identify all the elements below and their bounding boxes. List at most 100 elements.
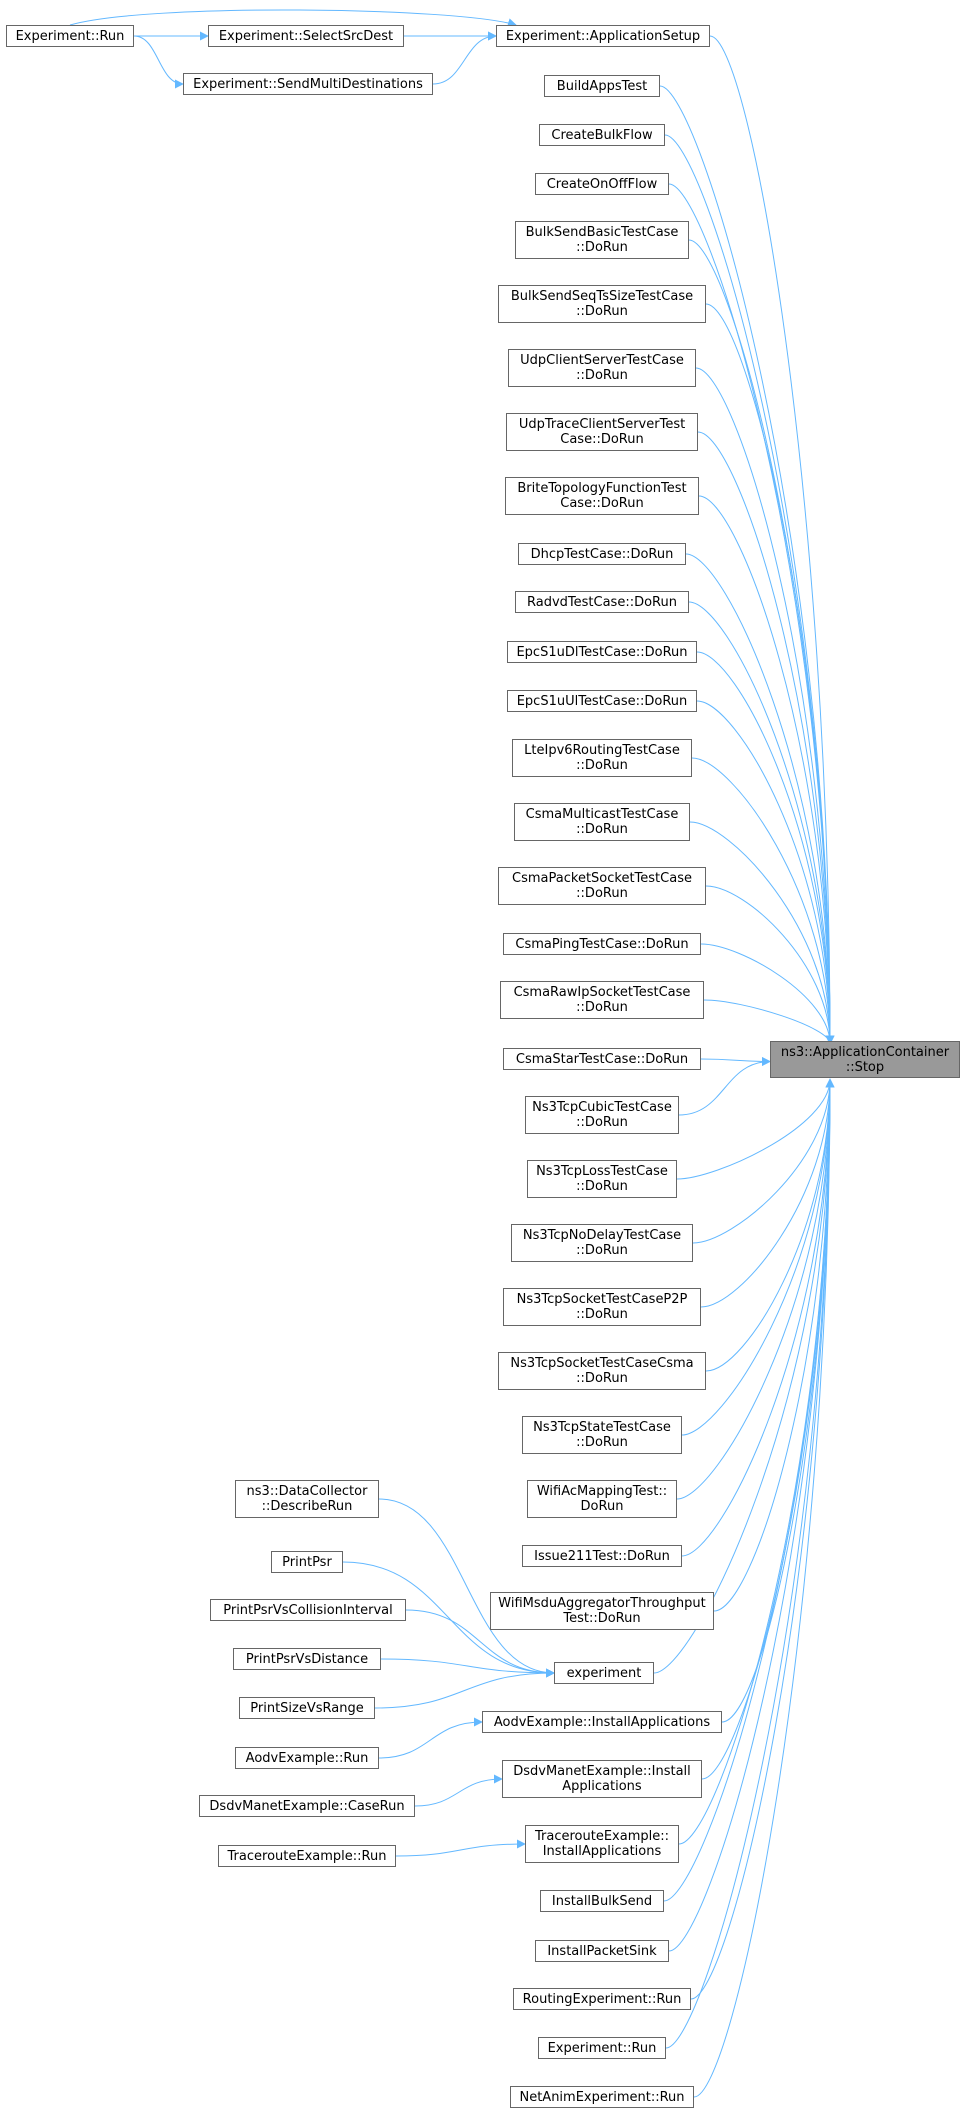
edge-radvd-test-to-stop: [688, 601, 835, 1045]
node-netanim-run[interactable]: NetAnimExperiment::Run: [510, 2086, 694, 2108]
node-traceroute-install[interactable]: TracerouteExample::InstallApplications: [525, 1825, 679, 1863]
node-experiment[interactable]: experiment: [554, 1662, 654, 1684]
node-label-line: ::DoRun: [576, 886, 628, 901]
edge-bulksend-basic-to-stop: [688, 239, 835, 1045]
edge-csma-packet-socket-to-stop: [705, 885, 835, 1045]
node-label-line: InstallBulkSend: [551, 1893, 653, 1909]
node-dsdv-caserun[interactable]: DsdvManetExample::CaseRun: [199, 1795, 415, 1817]
edge-csma-ping-to-stop: [700, 943, 835, 1045]
node-label-line: ::DoRun: [576, 1307, 628, 1322]
node-label-line: EpcS1uUlTestCase::DoRun: [516, 693, 688, 709]
node-select-src-dest[interactable]: Experiment::SelectSrcDest: [208, 25, 404, 47]
edge-print-size-range-to-experiment: [374, 1668, 555, 1709]
node-label-line: AodvExample::InstallApplications: [493, 1714, 711, 1730]
node-label-line: DsdvManetExample::Install: [513, 1764, 691, 1779]
node-epc-s1u-ul[interactable]: EpcS1uUlTestCase::DoRun: [507, 690, 697, 712]
node-exp-run-bottom[interactable]: Experiment::Run: [538, 2037, 666, 2059]
node-tcp-loss[interactable]: Ns3TcpLossTestCase::DoRun: [527, 1160, 677, 1198]
node-udp-client-server[interactable]: UdpClientServerTestCase::DoRun: [508, 349, 696, 387]
node-build-apps-test[interactable]: BuildAppsTest: [544, 75, 660, 97]
node-label-line: Test::DoRun: [563, 1611, 641, 1626]
edge-netanim-run-to-stop: [693, 1078, 835, 2098]
node-tcp-cubic[interactable]: Ns3TcpCubicTestCase::DoRun: [525, 1096, 679, 1134]
edge-exp-run-top-to-send-multi-dest: [133, 35, 184, 89]
node-label-line: CreateOnOffFlow: [546, 176, 658, 192]
edge-tcp-cubic-to-stop: [678, 1057, 771, 1116]
edge-epc-s1u-dl-to-stop: [696, 651, 835, 1045]
node-label-line: CsmaStarTestCase::DoRun: [515, 1051, 689, 1067]
node-stop[interactable]: ns3::ApplicationContainer::Stop: [770, 1041, 960, 1078]
edge-tcp-state-to-stop: [681, 1078, 835, 1436]
node-print-psr-collision[interactable]: PrintPsrVsCollisionInterval: [210, 1599, 406, 1621]
edge-tcp-nodelay-to-stop: [692, 1078, 835, 1244]
node-lte-ipv6-routing[interactable]: LteIpv6RoutingTestCase::DoRun: [512, 739, 692, 777]
node-csma-star[interactable]: CsmaStarTestCase::DoRun: [503, 1048, 701, 1070]
node-label-line: PrintPsr: [282, 1554, 332, 1570]
node-traceroute-run[interactable]: TracerouteExample::Run: [218, 1845, 396, 1867]
node-label-line: UdpTraceClientServerTest: [518, 417, 686, 432]
node-label-line: ::DoRun: [576, 368, 628, 383]
node-data-collector[interactable]: ns3::DataCollector::DescribeRun: [235, 1480, 379, 1518]
node-label-line: Experiment::SendMultiDestinations: [193, 76, 423, 92]
node-label-line: RoutingExperiment::Run: [522, 1991, 682, 2007]
node-print-psr-distance[interactable]: PrintPsrVsDistance: [233, 1648, 381, 1670]
node-label-line: PrintSizeVsRange: [250, 1700, 364, 1716]
edge-print-psr-distance-to-experiment: [380, 1658, 555, 1678]
node-tcp-state[interactable]: Ns3TcpStateTestCase::DoRun: [522, 1416, 682, 1454]
node-exp-run-top[interactable]: Experiment::Run: [6, 25, 134, 47]
node-label-line: CreateBulkFlow: [551, 127, 653, 143]
node-label-line: WifiAcMappingTest::: [536, 1484, 668, 1499]
node-label-line: experiment: [566, 1665, 642, 1681]
node-radvd-test[interactable]: RadvdTestCase::DoRun: [515, 591, 689, 613]
node-install-bulk-send[interactable]: InstallBulkSend: [540, 1890, 664, 1912]
edge-udp-trace-client-to-stop: [697, 431, 835, 1045]
node-create-onoff-flow[interactable]: CreateOnOffFlow: [535, 173, 669, 195]
node-create-bulk-flow[interactable]: CreateBulkFlow: [539, 124, 665, 146]
node-print-psr[interactable]: PrintPsr: [271, 1551, 343, 1573]
node-aodv-run[interactable]: AodvExample::Run: [235, 1747, 379, 1769]
node-csma-raw-ip[interactable]: CsmaRawIpSocketTestCase::DoRun: [500, 981, 704, 1019]
node-routing-exp-run[interactable]: RoutingExperiment::Run: [513, 1988, 691, 2010]
node-csma-packet-socket[interactable]: CsmaPacketSocketTestCase::DoRun: [498, 867, 706, 905]
node-bulksend-seq[interactable]: BulkSendSeqTsSizeTestCase::DoRun: [498, 285, 706, 323]
node-label-line: PrintPsrVsCollisionInterval: [223, 1602, 393, 1618]
node-label-line: ::Stop: [845, 1059, 885, 1075]
node-label-line: ns3::ApplicationContainer: [780, 1044, 950, 1060]
edge-exp-run-bottom-to-stop: [665, 1078, 835, 2049]
node-label-line: ::DoRun: [576, 1115, 628, 1130]
edge-csma-multicast-to-stop: [689, 821, 835, 1045]
node-aodv-install[interactable]: AodvExample::InstallApplications: [482, 1711, 722, 1733]
edge-aodv-install-to-stop: [721, 1078, 835, 1723]
edge-install-packet-sink-to-stop: [668, 1078, 835, 1952]
edge-print-psr-to-experiment: [342, 1561, 555, 1678]
node-print-size-range[interactable]: PrintSizeVsRange: [239, 1697, 375, 1719]
node-install-packet-sink[interactable]: InstallPacketSink: [535, 1940, 669, 1962]
node-dhcp-test[interactable]: DhcpTestCase::DoRun: [518, 543, 686, 565]
node-label-line: Experiment::Run: [547, 2040, 657, 2056]
node-wifi-ac-mapping[interactable]: WifiAcMappingTest::DoRun: [527, 1480, 677, 1518]
edge-lte-ipv6-routing-to-stop: [691, 757, 835, 1045]
edge-issue211-to-stop: [681, 1078, 835, 1557]
node-send-multi-dest[interactable]: Experiment::SendMultiDestinations: [183, 73, 433, 95]
node-epc-s1u-dl[interactable]: EpcS1uDlTestCase::DoRun: [507, 641, 697, 663]
edge-exp-run-top-to-app-setup: [69, 9, 517, 27]
node-label-line: ::DoRun: [576, 758, 628, 773]
node-tcp-socket-csma[interactable]: Ns3TcpSocketTestCaseCsma::DoRun: [498, 1352, 706, 1390]
node-label-line: BriteTopologyFunctionTest: [517, 481, 687, 496]
edge-install-bulk-send-to-stop: [663, 1078, 835, 1902]
edge-traceroute-run-to-traceroute-install: [395, 1839, 526, 1857]
node-csma-ping[interactable]: CsmaPingTestCase::DoRun: [503, 933, 701, 955]
node-app-setup[interactable]: Experiment::ApplicationSetup: [496, 25, 710, 47]
node-issue211[interactable]: Issue211Test::DoRun: [522, 1545, 682, 1567]
node-tcp-socket-p2p[interactable]: Ns3TcpSocketTestCaseP2P::DoRun: [503, 1288, 701, 1326]
edge-aodv-run-to-aodv-install: [378, 1717, 483, 1759]
node-label-line: Ns3TcpStateTestCase: [533, 1420, 671, 1435]
node-bulksend-basic[interactable]: BulkSendBasicTestCase::DoRun: [515, 221, 689, 259]
node-label-line: CsmaRawIpSocketTestCase: [513, 985, 691, 1000]
node-csma-multicast[interactable]: CsmaMulticastTestCase::DoRun: [514, 803, 690, 841]
node-tcp-nodelay[interactable]: Ns3TcpNoDelayTestCase::DoRun: [511, 1224, 693, 1262]
